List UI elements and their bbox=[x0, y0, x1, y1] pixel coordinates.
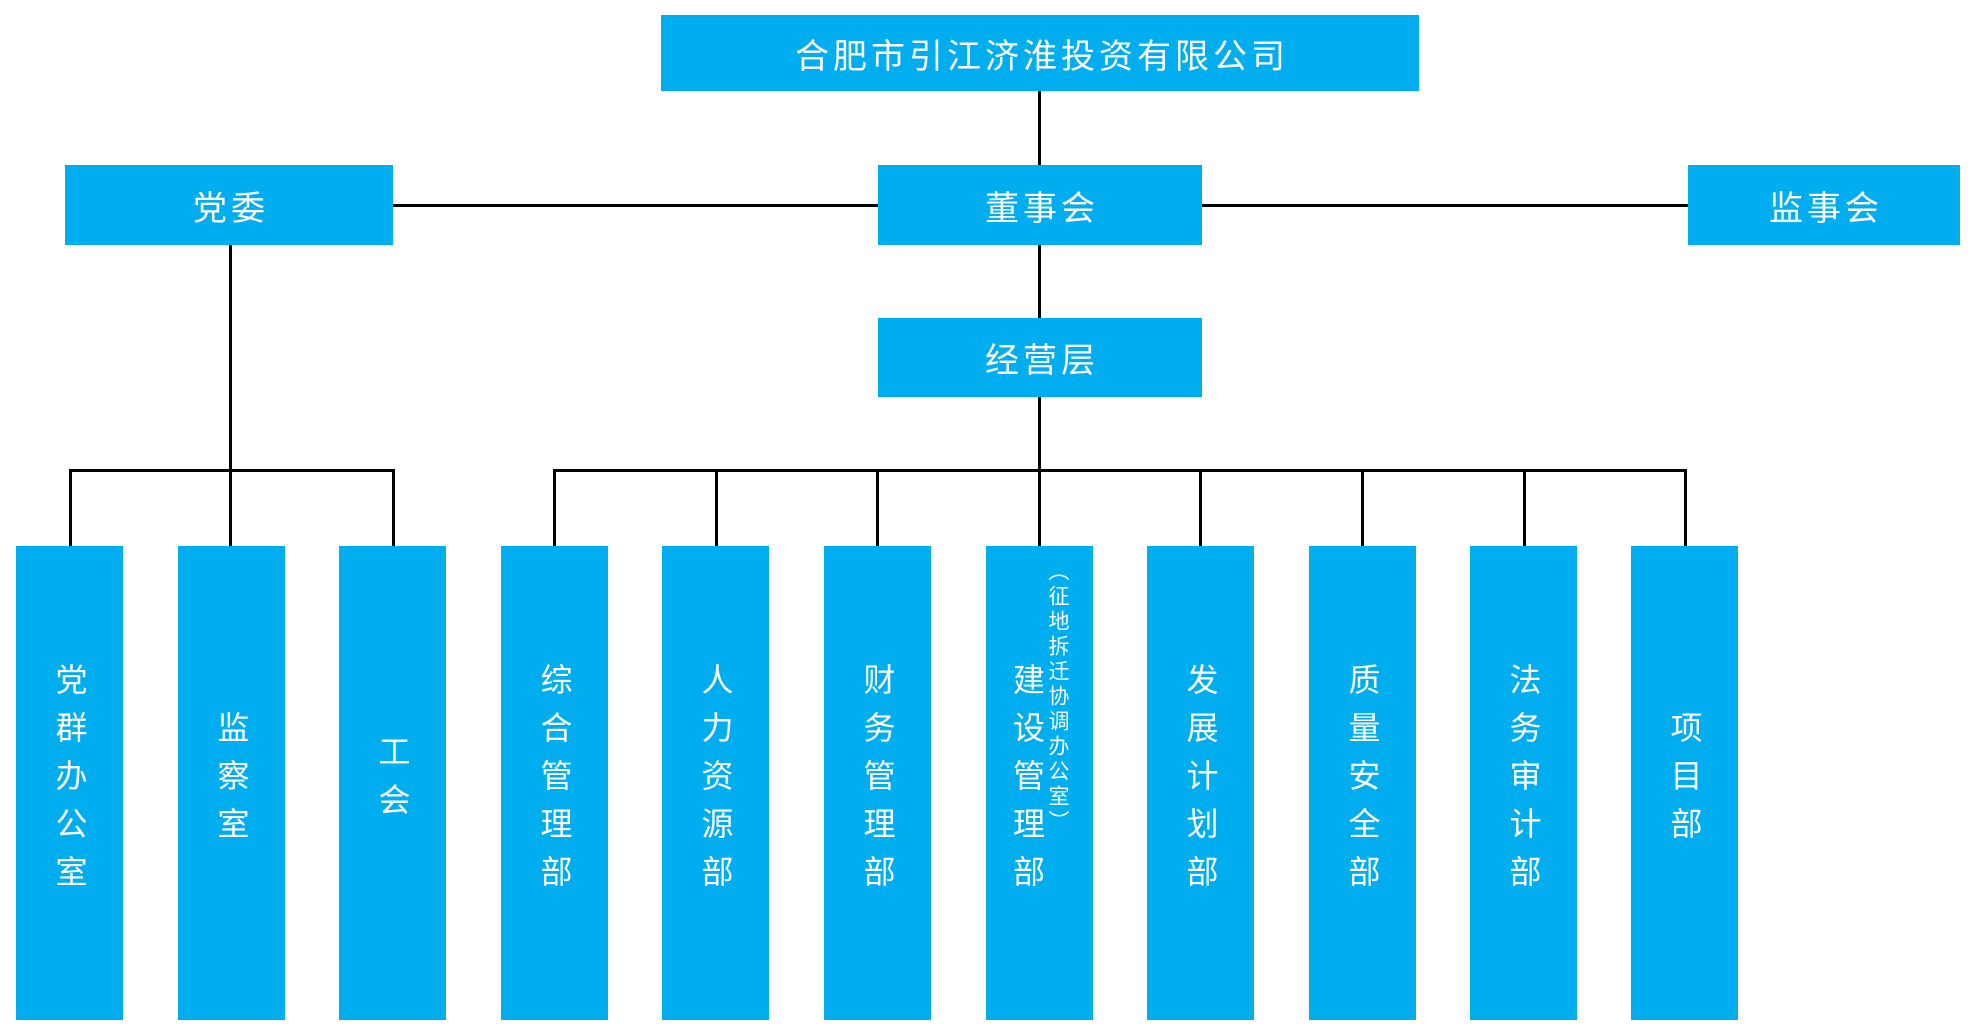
org-box-supervisory-board-label: 监事会 bbox=[1769, 189, 1883, 228]
org-box-management-label: 经营层 bbox=[985, 342, 1099, 380]
dept-box-legal-audit-label: 法务审计部 bbox=[1505, 663, 1542, 903]
org-box-board-label: 董事会 bbox=[985, 189, 1099, 228]
org-box-board: 董事会 bbox=[878, 165, 1202, 245]
dept-box-labor-union: 工会 bbox=[339, 546, 446, 1020]
dept-box-construction-management: 建设管理部 （征地拆迁协调办公室） bbox=[986, 546, 1093, 1020]
connector-drop-development-planning bbox=[1199, 469, 1202, 546]
connector-party-bus bbox=[69, 469, 394, 472]
dept-box-hr: 人力资源部 bbox=[662, 546, 769, 1020]
dept-box-supervision-office: 监察室 bbox=[178, 546, 285, 1020]
dept-box-general-management-label: 综合管理部 bbox=[536, 663, 573, 903]
connector-drop-finance bbox=[876, 469, 879, 546]
connector-company-board bbox=[1038, 91, 1041, 165]
dept-box-hr-label: 人力资源部 bbox=[697, 663, 734, 903]
dept-box-development-planning: 发展计划部 bbox=[1147, 546, 1254, 1020]
org-box-supervisory-board: 监事会 bbox=[1688, 165, 1960, 245]
dept-box-finance: 财务管理部 bbox=[824, 546, 931, 1020]
org-box-party-committee-label: 党委 bbox=[193, 189, 269, 228]
org-box-company: 合肥市引江济淮投资有限公司 bbox=[661, 15, 1419, 91]
connector-board-supervisory bbox=[1202, 204, 1688, 207]
connector-drop-quality-safety bbox=[1361, 469, 1364, 546]
connector-drop-legal-audit bbox=[1523, 469, 1526, 546]
connector-drop-party-office bbox=[69, 469, 72, 546]
dept-box-supervision-office-label: 监察室 bbox=[213, 711, 250, 855]
dept-box-quality-safety-label: 质量安全部 bbox=[1344, 663, 1381, 903]
dept-box-party-office: 党群办公室 bbox=[16, 546, 123, 1020]
org-box-management: 经营层 bbox=[878, 318, 1202, 397]
connector-drop-project bbox=[1684, 469, 1687, 546]
dept-box-construction-management-label: 建设管理部 bbox=[1009, 663, 1045, 903]
dept-box-party-office-label: 党群办公室 bbox=[51, 663, 88, 903]
dept-box-quality-safety: 质量安全部 bbox=[1309, 546, 1416, 1020]
dept-box-construction-management-sublabel: （征地拆迁协调办公室） bbox=[1046, 560, 1069, 835]
org-box-company-label: 合肥市引江济淮投资有限公司 bbox=[795, 37, 1289, 76]
dept-box-finance-label: 财务管理部 bbox=[859, 663, 896, 903]
connector-drop-hr bbox=[715, 469, 718, 546]
connector-party-board bbox=[393, 204, 878, 207]
connector-drop-general-management bbox=[553, 469, 556, 546]
dept-box-labor-union-label: 工会 bbox=[374, 735, 411, 831]
org-box-party-committee: 党委 bbox=[65, 165, 393, 245]
dept-box-legal-audit: 法务审计部 bbox=[1470, 546, 1577, 1020]
connector-drop-labor-union bbox=[392, 469, 395, 546]
connector-board-management bbox=[1038, 245, 1041, 318]
dept-box-project: 项目部 bbox=[1631, 546, 1738, 1020]
connector-management-bus bbox=[553, 469, 1686, 472]
dept-box-development-planning-label: 发展计划部 bbox=[1182, 663, 1219, 903]
connector-party-drop bbox=[229, 245, 232, 546]
dept-box-project-label: 项目部 bbox=[1666, 711, 1703, 855]
dept-box-general-management: 综合管理部 bbox=[501, 546, 608, 1020]
